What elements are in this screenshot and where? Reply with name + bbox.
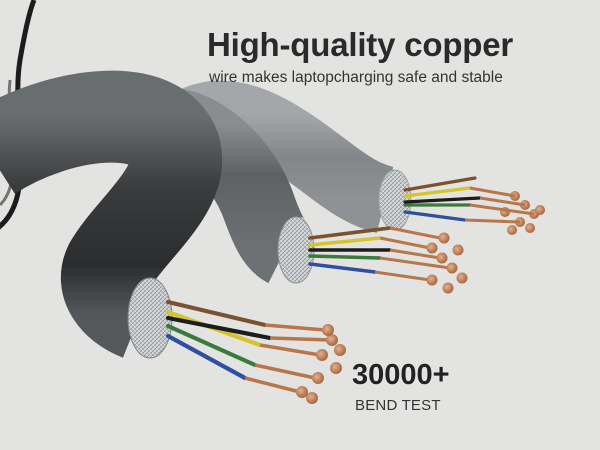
subheadline: wire makes laptopcharging safe and stabl… <box>209 69 503 86</box>
cable-front <box>0 70 346 404</box>
bend-test-label: BEND TEST <box>355 397 441 414</box>
headline: High-quality copper <box>207 26 514 63</box>
bend-test-value: 30000+ <box>352 359 450 391</box>
